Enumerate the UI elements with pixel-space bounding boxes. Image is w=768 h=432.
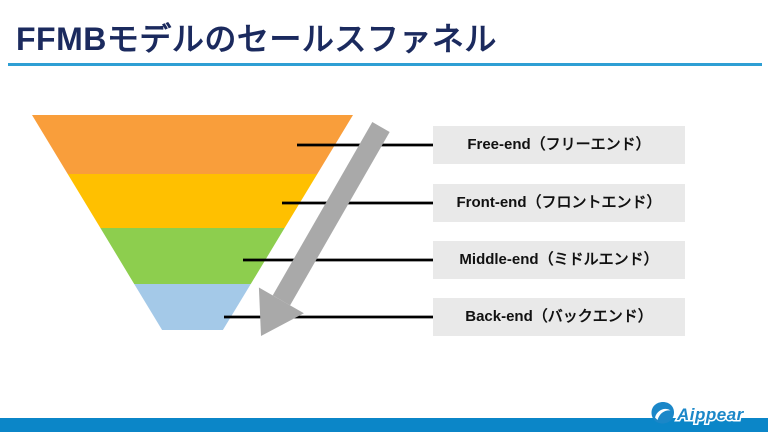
title-underline [8, 63, 762, 66]
funnel-layer-free-end [32, 115, 353, 174]
page-title: FFMBモデルのセールスファネル [16, 21, 497, 57]
brand-logo-text: Aippear [676, 405, 745, 424]
funnel-layer-front-end [67, 174, 318, 228]
funnel-layer-middle-end [100, 228, 285, 284]
cloud-swoosh-highlight [655, 408, 671, 420]
funnel-layer-back-end [134, 284, 251, 330]
footer-bar [0, 418, 768, 432]
down-left-flow-arrow-icon [258, 122, 390, 336]
flow-arrow-shaft [272, 122, 390, 306]
flow-arrow-head [258, 287, 304, 336]
brand-logo: Aippear [651, 402, 746, 426]
cloud-swoosh-icon [651, 402, 674, 424]
